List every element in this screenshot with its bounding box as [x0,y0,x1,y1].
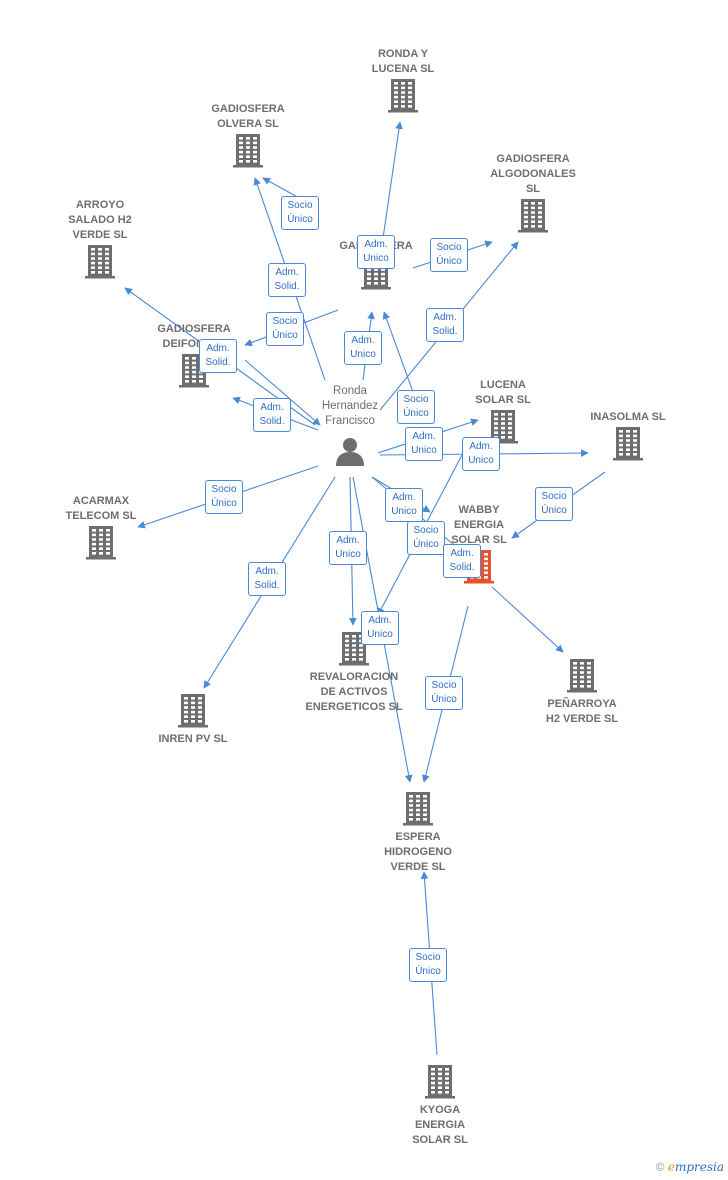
company-label: GADIOSFERA OLVERA SL [211,103,285,130]
edge-label[interactable]: Socio Único [397,390,435,424]
edge-label[interactable]: Adm. Unico [405,427,443,461]
company-revaloracion[interactable]: REVALORACION DE ACTIVOS ENERGETICOS SL [294,630,414,715]
building-icon [568,425,688,461]
company-gadiosfera-algodonales[interactable]: GADIOSFERA ALGODONALES SL [473,152,593,233]
edge-label[interactable]: Adm. Unico [329,531,367,565]
building-icon [133,692,253,728]
building-icon [522,657,642,693]
company-label: RONDA Y LUCENA SL [371,48,435,75]
building-icon [41,524,161,560]
edge-label[interactable]: Socio Único [266,312,304,346]
company-label: INASOLMA SL [590,411,666,423]
company-espera-hidrogeno[interactable]: ESPERA HIDROGENO VERDE SL [358,790,478,875]
company-label: INREN PV SL [158,733,228,745]
edge-label[interactable]: Adm. Unico [385,488,423,522]
edge-label[interactable]: Socio Único [407,521,445,555]
company-label: ARROYO SALADO H2 VERDE SL [68,199,132,241]
edge-label[interactable]: Socio Único [430,238,468,272]
company-ronda-lucena[interactable]: RONDA Y LUCENA SL [343,47,463,113]
edge-label[interactable]: Socio Único [409,948,447,982]
edge-label[interactable]: Adm. Solid. [248,562,286,596]
edge-label[interactable]: Adm. Solid. [199,339,237,373]
relationship-edge [491,586,564,653]
edge-label[interactable]: Adm. Solid. [443,544,481,578]
company-kyoga[interactable]: KYOGA ENERGIA SOLAR SL [380,1063,500,1148]
company-arroyo-salado[interactable]: ARROYO SALADO H2 VERDE SL [40,198,160,279]
edge-label[interactable]: Adm. Unico [462,437,500,471]
edge-label[interactable]: Adm. Unico [357,235,395,269]
person-icon [290,437,410,467]
edge-label[interactable]: Socio Único [205,480,243,514]
company-label: ESPERA HIDROGENO VERDE SL [384,831,452,873]
company-penarroya[interactable]: PEÑARROYA H2 VERDE SL [522,657,642,727]
company-label: ACARMAX TELECOM SL [65,495,137,522]
relationship-edge [382,311,414,393]
building-icon [380,1063,500,1099]
building-icon [358,790,478,826]
person-name: Ronda Hernandez Francisco [321,385,379,427]
edge-label[interactable]: Adm. Solid. [426,308,464,342]
edge-label[interactable]: Adm. Unico [361,611,399,645]
company-label: PEÑARROYA H2 VERDE SL [545,698,619,725]
building-icon [473,197,593,233]
footer-brand: © empresia [656,1160,724,1174]
building-icon [343,77,463,113]
company-lucena-solar[interactable]: LUCENA SOLAR SL [443,378,563,444]
building-icon [443,408,563,444]
edge-label[interactable]: Adm. Solid. [268,263,306,297]
building-icon [40,243,160,279]
edge-label[interactable]: Adm. Solid. [253,398,291,432]
edge-label[interactable]: Socio Único [281,196,319,230]
copyright-symbol: © [655,1160,665,1174]
company-label: REVALORACION DE ACTIVOS ENERGETICOS SL [305,671,403,713]
edge-label[interactable]: Socio Único [535,487,573,521]
company-gadiosfera-olvera[interactable]: GADIOSFERA OLVERA SL [188,102,308,168]
company-label: WABBY ENERGIA SOLAR SL [451,504,507,546]
company-label: KYOGA ENERGIA SOLAR SL [412,1104,468,1146]
person-node[interactable]: Ronda Hernandez Francisco [290,384,410,467]
relationship-edge [382,121,403,239]
building-icon [188,132,308,168]
company-label: GADIOSFERA ALGODONALES SL [490,153,576,195]
company-inasolma[interactable]: INASOLMA SL [568,410,688,461]
brand-logo: empresia [667,1160,724,1174]
relationship-edge [244,359,321,426]
company-label: LUCENA SOLAR SL [475,379,531,406]
edge-label[interactable]: Adm. Unico [344,331,382,365]
company-inren[interactable]: INREN PV SL [133,692,253,747]
company-acarmax[interactable]: ACARMAX TELECOM SL [41,494,161,560]
edge-label[interactable]: Socio Único [425,676,463,710]
